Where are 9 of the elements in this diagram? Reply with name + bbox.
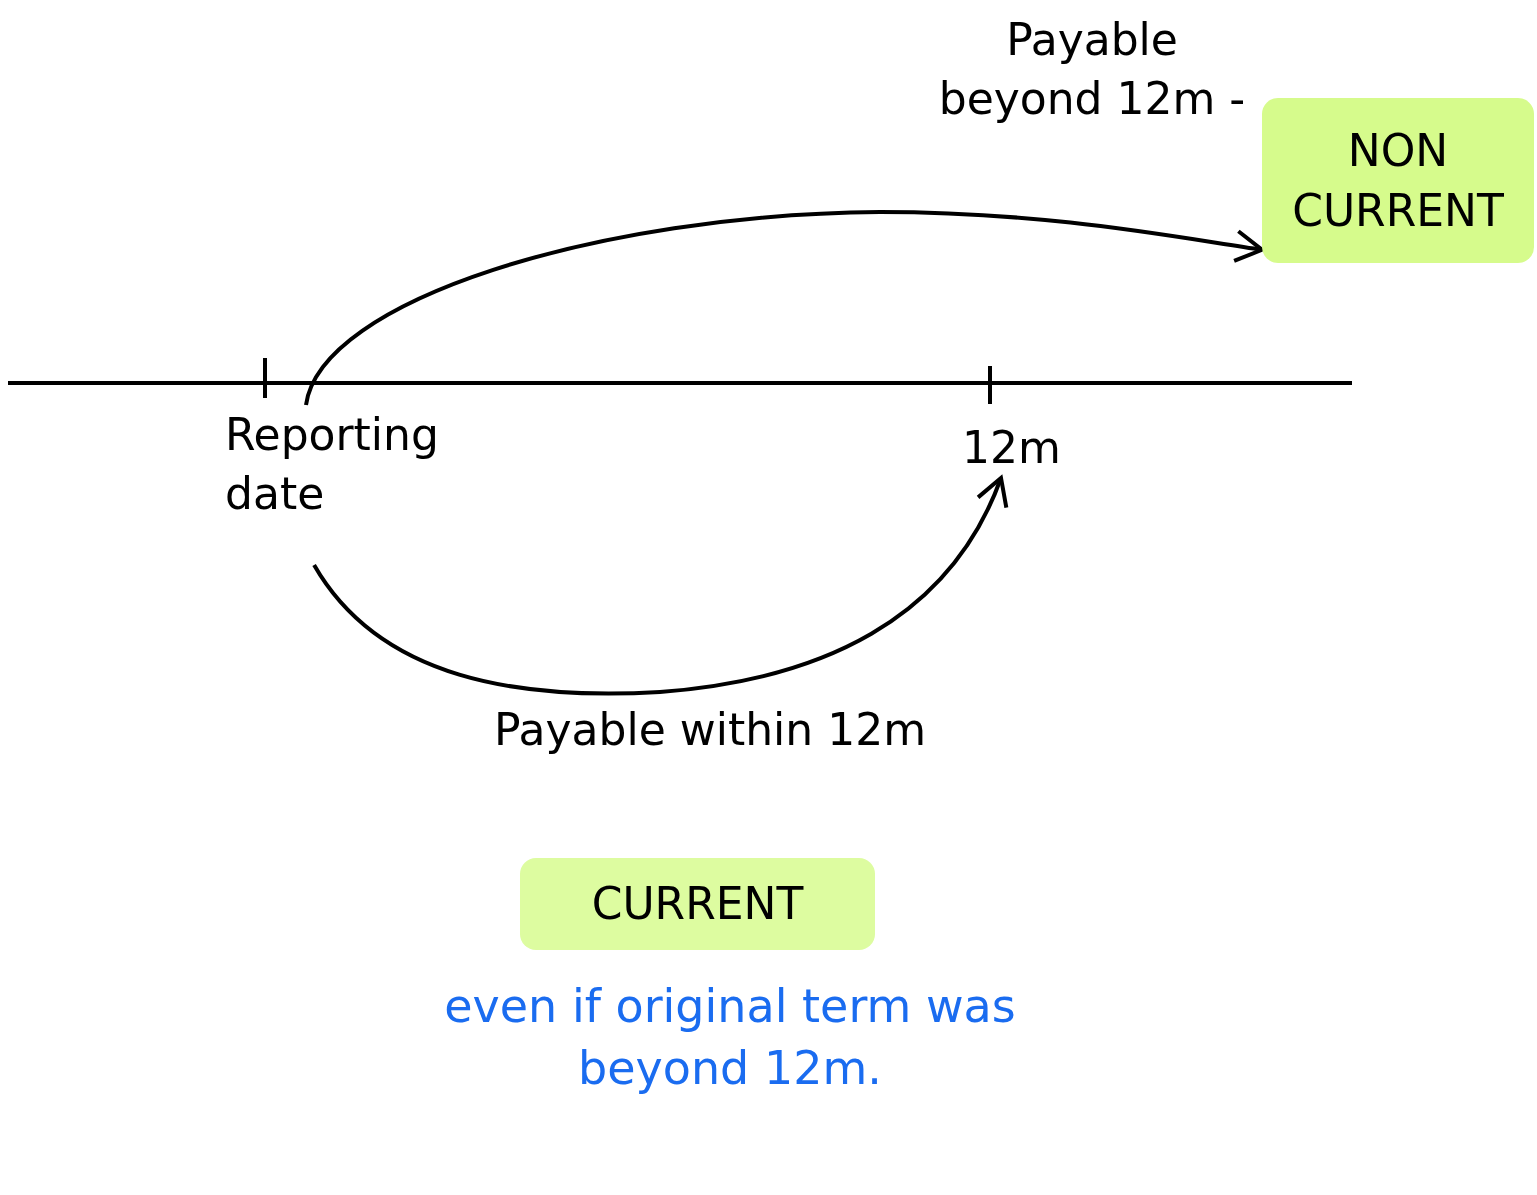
note-text: even if original term was beyond 12m.	[443, 978, 1017, 1098]
category-label: CURRENT	[591, 877, 804, 932]
arrow	[304, 210, 1264, 406]
description-text: Payable beyond 12m -	[937, 13, 1247, 127]
timeline-label: Reporting date	[225, 405, 495, 565]
category-label: NON CURRENT	[1291, 124, 1505, 238]
timeline-label: 12m	[962, 418, 1092, 478]
highlight-band	[520, 858, 875, 950]
arrow	[312, 476, 1007, 696]
